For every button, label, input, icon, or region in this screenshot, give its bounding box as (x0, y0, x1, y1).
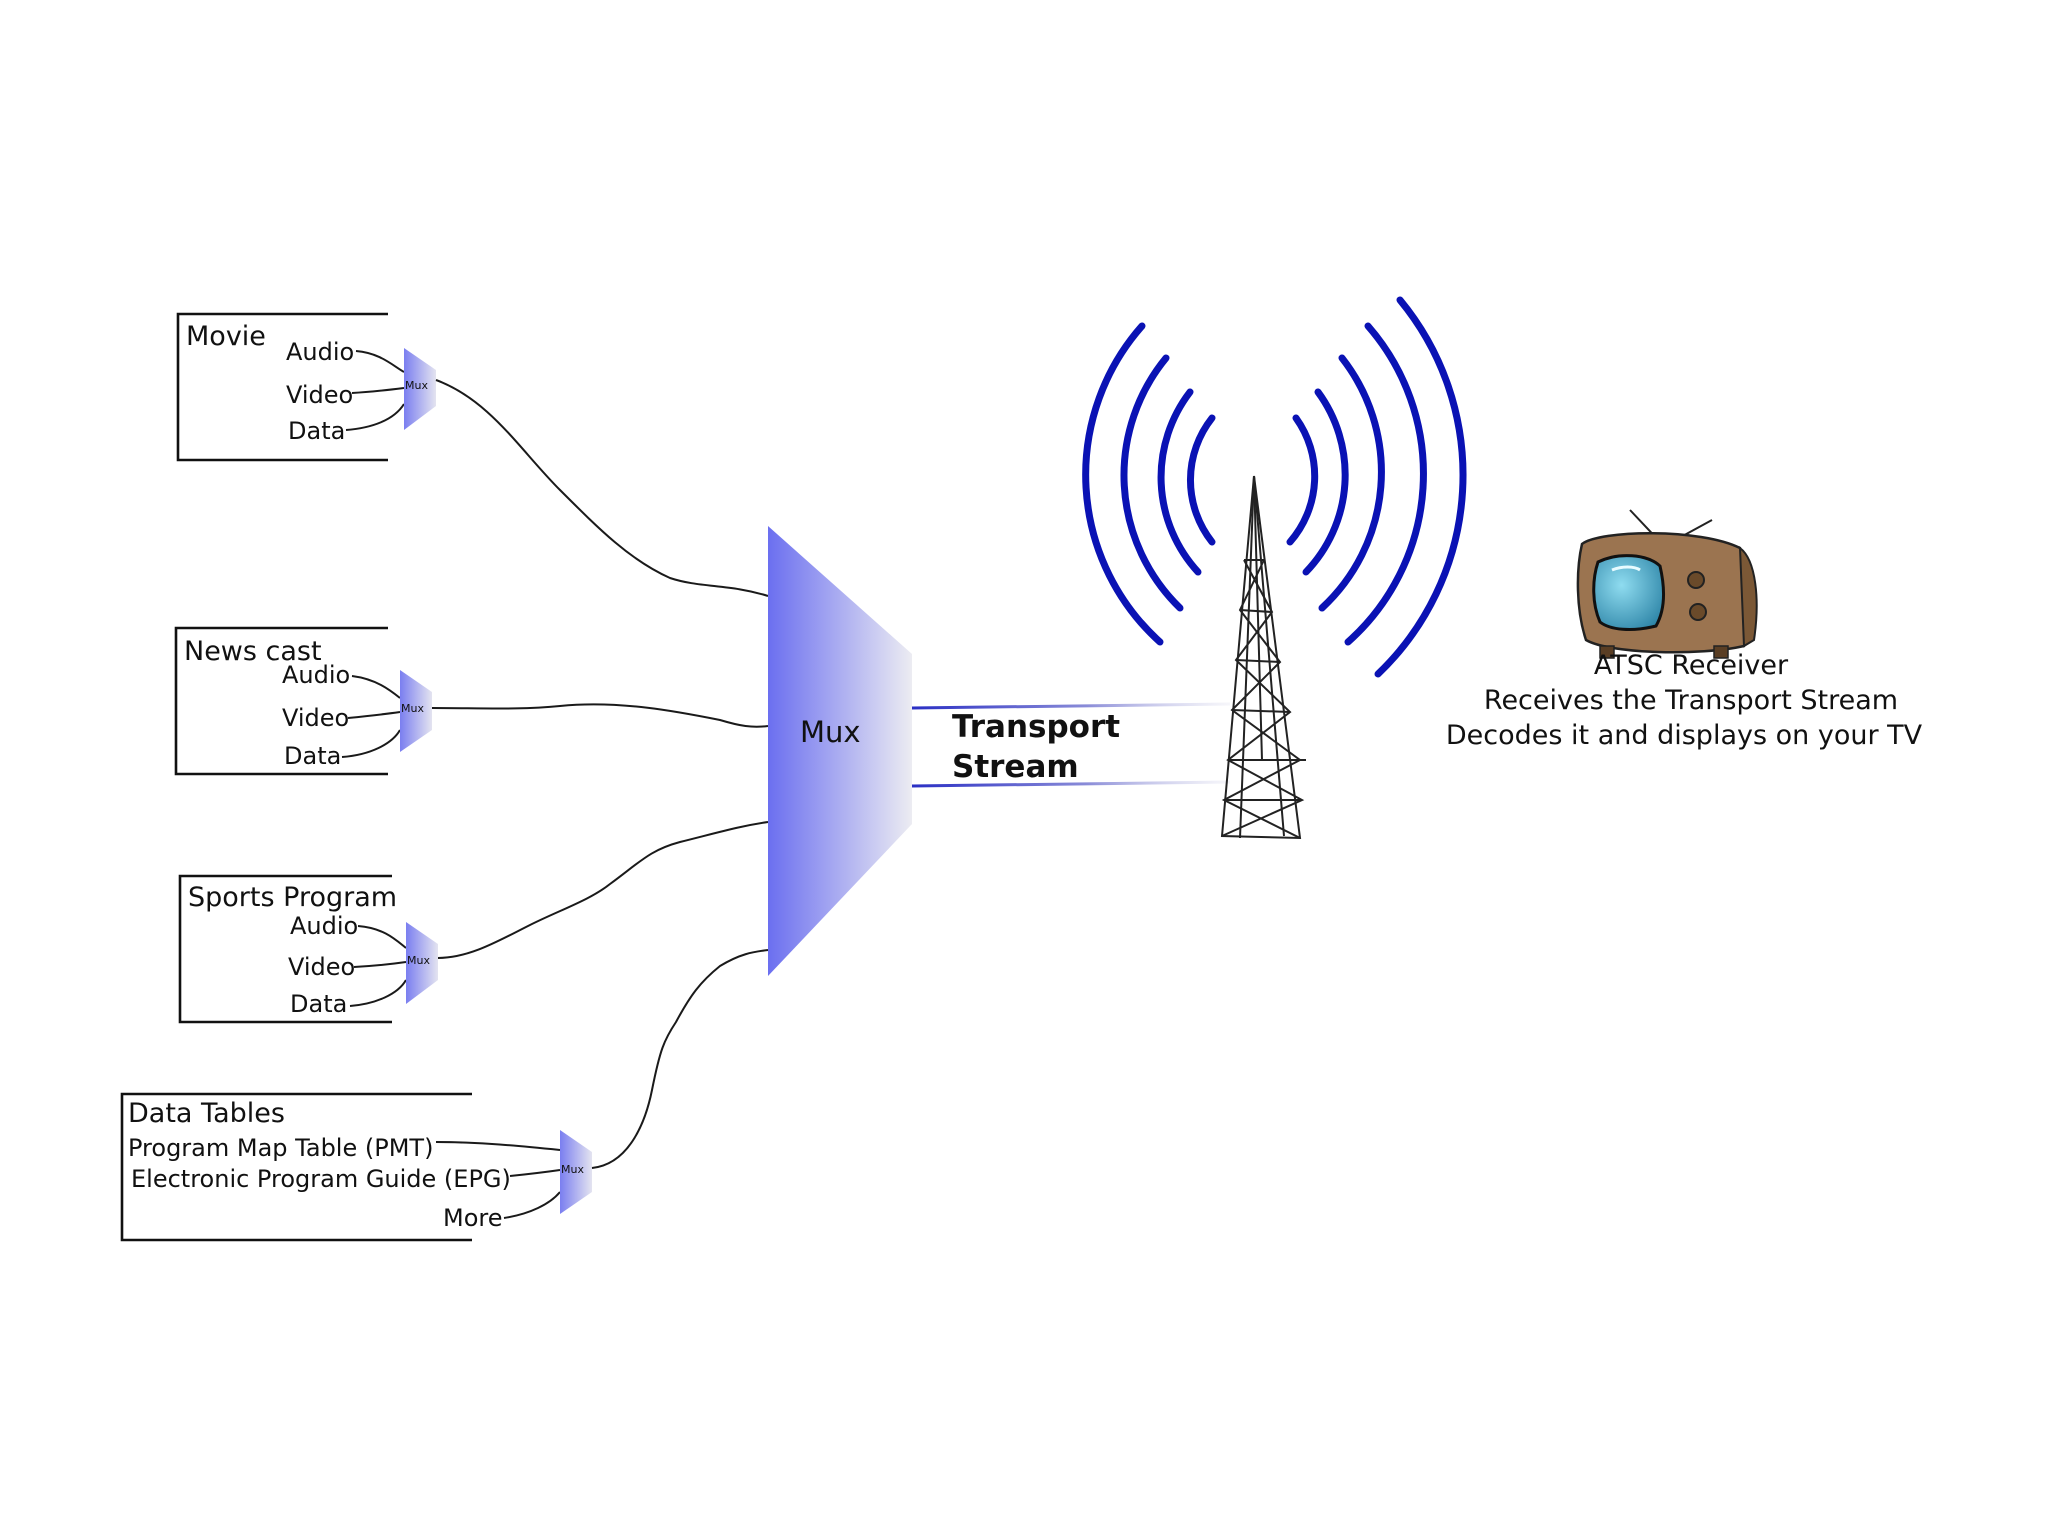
mux-sports-label: Mux (407, 954, 430, 967)
receiver-title: ATSC Receiver (1594, 650, 1789, 681)
group-movie-input-audio: Audio (286, 338, 354, 366)
mux-newscast-label: Mux (401, 702, 424, 715)
wave-right-2 (1302, 388, 1349, 576)
group-sports: Sports Program Audio Video Data Mux (178, 821, 769, 1024)
wire-newscast-video (347, 711, 401, 719)
group-newscast-input-video: Video (282, 704, 349, 732)
mux-movie-icon (404, 348, 436, 430)
wave-left-4 (1082, 322, 1164, 646)
group-sports-frame (178, 874, 392, 1024)
receiver-line2: Decodes it and displays on your TV (1446, 720, 1923, 751)
wire-newscast-audio (351, 675, 401, 699)
stream-label-line2: Stream (952, 749, 1079, 785)
wave-right-5 (1374, 296, 1467, 678)
group-newscast: News cast Audio Video Data Mux (174, 626, 769, 776)
wire-sports-video (353, 961, 407, 968)
group-newscast-frame (174, 626, 388, 776)
transport-stream: Transport Stream (911, 702, 1231, 788)
stream-line-bottom (911, 780, 1231, 788)
wave-right-3 (1318, 354, 1385, 612)
group-newscast-title: News cast (184, 636, 322, 667)
wave-right-4 (1344, 322, 1427, 646)
group-newscast-input-audio: Audio (282, 661, 350, 689)
wave-right-1 (1286, 414, 1319, 546)
group-movie-title: Movie (186, 321, 266, 352)
wire-sports-data (349, 979, 407, 1007)
stream-label-line1: Transport (952, 709, 1120, 745)
wave-left-1 (1187, 414, 1216, 546)
wire-tables-pmt (435, 1141, 561, 1151)
stream-line-top (911, 702, 1231, 710)
wire-tables-more (503, 1191, 561, 1219)
group-tables-input-more: More (443, 1204, 503, 1232)
group-sports-title: Sports Program (188, 882, 397, 913)
receiver-description: ATSC Receiver Receives the Transport Str… (1446, 650, 1923, 751)
wave-left-2 (1157, 388, 1202, 576)
group-newscast-input-data: Data (284, 742, 341, 770)
main-mux-icon (768, 526, 912, 976)
mux-sports-icon (406, 922, 438, 1004)
group-movie: Movie Audio Video Data Mux (176, 312, 769, 597)
group-tables-frame (120, 1092, 472, 1242)
mux-newscast-icon (400, 670, 432, 752)
wire-movie-data (345, 403, 405, 431)
group-tables: Data Tables Program Map Table (PMT) Elec… (120, 949, 769, 1242)
wire-movie-to-main-mux (435, 379, 769, 597)
wire-tables-to-main-mux (591, 949, 769, 1169)
radio-waves (1082, 296, 1467, 678)
wire-newscast-to-main-mux (431, 703, 769, 728)
broadcast-tower-icon (1220, 475, 1306, 840)
wire-movie-video (351, 387, 405, 394)
group-movie-input-video: Video (286, 381, 353, 409)
wire-newscast-data (341, 729, 401, 758)
television-icon (1576, 509, 1758, 659)
group-tables-title: Data Tables (128, 1098, 285, 1129)
wire-sports-audio (357, 925, 407, 949)
group-sports-input-video: Video (288, 953, 355, 981)
main-mux: Mux (768, 526, 912, 976)
wave-left-3 (1120, 354, 1184, 612)
group-sports-input-audio: Audio (290, 912, 358, 940)
group-movie-frame (176, 312, 388, 462)
group-sports-input-data: Data (290, 990, 347, 1018)
group-movie-input-data: Data (288, 417, 345, 445)
mux-tables-icon (560, 1130, 592, 1214)
group-tables-input-pmt: Program Map Table (PMT) (128, 1134, 433, 1162)
wire-movie-audio (355, 350, 405, 373)
wire-sports-to-main-mux (437, 821, 769, 959)
mux-movie-label: Mux (405, 379, 428, 392)
mux-tables-label: Mux (561, 1163, 584, 1176)
group-tables-input-epg: Electronic Program Guide (EPG) (131, 1165, 511, 1193)
receiver-line1: Receives the Transport Stream (1484, 685, 1898, 716)
main-mux-label: Mux (800, 715, 861, 749)
wire-tables-epg (509, 1169, 561, 1177)
